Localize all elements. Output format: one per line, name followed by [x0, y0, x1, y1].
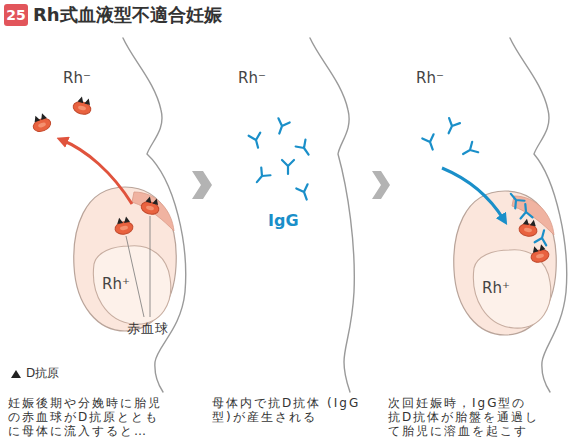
placenta-shape [512, 196, 554, 235]
antigen-symbol [10, 369, 22, 379]
antibody-symbol [252, 168, 270, 186]
title-holder: Rh式血液型不適合妊娠 [33, 3, 222, 27]
blood-type-label: Rh⁻ [63, 69, 91, 87]
antibody-symbol [282, 160, 294, 174]
label-holder: 母体内で抗D抗体 (IgG型)が産生される [212, 396, 362, 424]
antibody-symbol [274, 118, 290, 135]
antibody-symbol [422, 134, 438, 151]
label-holder: 25 [4, 4, 28, 26]
step-caption: 母体内で抗D抗体 (IgG型)が産生される [212, 396, 362, 424]
legend-text: D抗原 [26, 366, 59, 381]
legend: D抗原 [10, 366, 59, 381]
fetus-shape [93, 246, 170, 324]
red-blood-cell [72, 95, 94, 116]
label-holder: 赤血球 [127, 321, 169, 337]
fetus-shape [473, 250, 550, 328]
figure-number: 25 [4, 4, 28, 26]
uterus-shape [74, 187, 176, 331]
part-label: 赤血球 [127, 321, 169, 337]
mother-silhouette: Rh⁻ Rh⁺ [392, 30, 576, 392]
label-holder: 次回妊娠時，IgG型の 抗D抗体が胎盤を通過し て胎児に溶血を起こす [388, 396, 543, 438]
title: Rh式血液型不適合妊娠 [33, 3, 222, 27]
legend-item: D抗原 [10, 366, 59, 381]
step-arrow [372, 171, 390, 199]
placenta-shape [132, 192, 174, 231]
step-caption: 妊娠後期や分娩時に胎児 の赤血球がD抗原ととも に母体に流入すると… [8, 396, 173, 438]
antibody-symbol [249, 133, 264, 150]
blood-type-label: Rh⁺ [482, 279, 510, 297]
antibody-symbol [443, 118, 460, 136]
body-line [310, 38, 354, 392]
blood-type-label: Rh⁻ [416, 69, 444, 87]
fetus-in-uterus: Rh⁺ [72, 186, 178, 332]
blood-type-label: Rh⁺ [102, 275, 130, 293]
blood-type-label: Rh⁻ [238, 69, 266, 87]
label-holder: IgG [268, 211, 299, 230]
uterus-outline [72, 186, 178, 332]
antibody-symbol [296, 140, 314, 158]
mother-silhouette: Rh⁻ Rh⁺ [5, 30, 190, 392]
antibody-symbol [460, 142, 478, 159]
leader-line [150, 216, 151, 317]
step-arrow [192, 171, 212, 199]
fetus-in-uterus: Rh⁺ [452, 190, 558, 336]
step-caption: 次回妊娠時，IgG型の 抗D抗体が胎盤を通過し て胎児に溶血を起こす [388, 396, 543, 438]
antibody-label: IgG [268, 211, 299, 230]
uterus-outline [452, 190, 558, 336]
label-holder: 妊娠後期や分娩時に胎児 の赤血球がD抗原ととも に母体に流入すると… [8, 396, 173, 438]
body-outline [5, 30, 190, 392]
uterus-shape [454, 191, 556, 335]
number-badge [4, 4, 28, 26]
antibody-symbol [296, 184, 312, 201]
red-blood-cell [30, 112, 53, 134]
